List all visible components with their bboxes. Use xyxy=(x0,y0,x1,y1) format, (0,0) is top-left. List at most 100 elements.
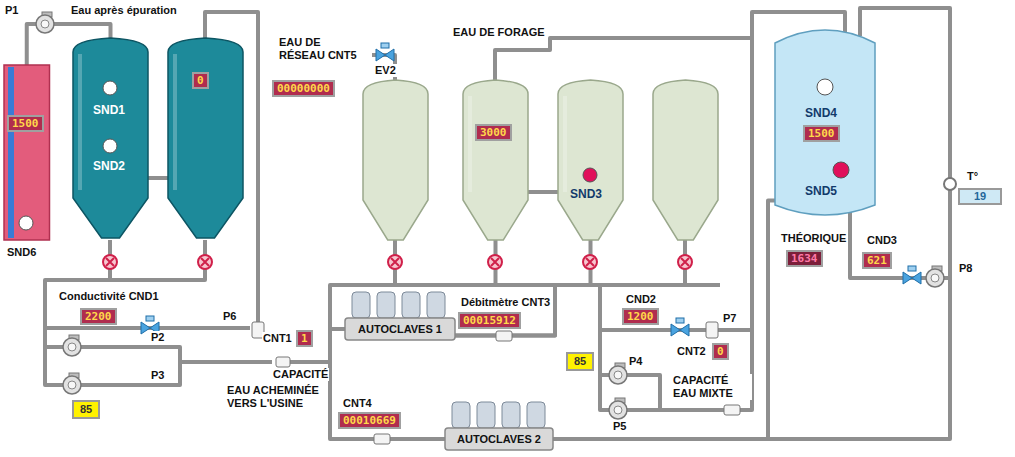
display-value: 00010669 xyxy=(338,412,401,429)
meter-label: CAPACITÉ EAU MIXTE xyxy=(672,374,752,400)
control-valve-symbol xyxy=(671,318,689,336)
valve-symbol xyxy=(583,255,597,269)
pump-label: P8 xyxy=(958,262,973,275)
sensor-label: T° xyxy=(966,170,979,183)
sensor-label: Conductivité CND1 xyxy=(58,290,160,303)
autoclave-cylinder xyxy=(477,402,495,428)
display-value: 1634 xyxy=(786,250,823,267)
valve-symbol xyxy=(488,255,502,269)
storage-column-outline xyxy=(4,65,50,240)
flow-label: Eau après épuration xyxy=(70,4,178,17)
autoclave-cylinder xyxy=(502,402,520,428)
autoclave-cylinder xyxy=(452,402,470,428)
pipe xyxy=(850,212,950,278)
display-value: 1200 xyxy=(622,308,659,325)
pipe xyxy=(768,8,950,439)
pump-symbol xyxy=(63,373,81,394)
display-value: 00000000 xyxy=(272,80,335,97)
node-label: SND3 xyxy=(570,188,602,201)
flow-label: EAU DE FORAGE xyxy=(452,26,546,39)
control-valve-symbol xyxy=(903,266,921,284)
pump-label: P6 xyxy=(222,310,237,323)
pump-label: P5 xyxy=(612,420,627,433)
meter-symbol xyxy=(706,322,718,338)
autoclave-cylinder xyxy=(377,292,395,318)
display-value: 0 xyxy=(192,72,209,89)
node-label: SND1 xyxy=(93,104,125,117)
tank-outline xyxy=(363,80,428,240)
pipe xyxy=(495,38,752,80)
storage-column: 1500 xyxy=(4,65,50,240)
meter-label: CNT4 xyxy=(342,397,373,410)
pump-symbol xyxy=(63,335,81,356)
sensor-label: SND6 xyxy=(6,246,37,259)
pump-symbol xyxy=(609,398,627,419)
meter-label: CAPACITÉ xyxy=(272,368,329,381)
autoclave-cylinder xyxy=(352,292,370,318)
pipe xyxy=(395,240,685,285)
tank-outline xyxy=(168,38,243,238)
sensor-label: CND3 xyxy=(866,234,898,247)
meter-symbol xyxy=(374,434,390,444)
meter-symbol xyxy=(496,331,512,341)
temperature-sensor xyxy=(944,178,956,190)
pump-label: P1 xyxy=(4,4,19,17)
valve-symbol xyxy=(678,255,692,269)
pump-label: P2 xyxy=(150,331,165,344)
display-value: 1 xyxy=(296,330,313,347)
pump-label: P7 xyxy=(722,312,737,325)
tank: 0 xyxy=(168,38,243,238)
pump-label: P3 xyxy=(150,369,165,382)
valve-label: EV2 xyxy=(374,64,397,77)
tank-outline xyxy=(73,38,148,238)
display-value: 19 xyxy=(958,188,1002,205)
valve-symbol xyxy=(198,255,212,269)
display-value: 621 xyxy=(862,252,892,269)
meter-symbol xyxy=(276,357,290,367)
tank: SND1SND2 xyxy=(73,38,148,238)
sensor-label: CND2 xyxy=(625,293,657,306)
display-value: 0 xyxy=(712,343,729,360)
tank: 3000 xyxy=(463,80,528,240)
autoclave-cylinder xyxy=(427,292,445,318)
pipe xyxy=(288,285,720,439)
pipe-connector xyxy=(455,240,591,336)
valve-symbol xyxy=(103,255,117,269)
display-value: 85 xyxy=(566,352,594,371)
display-value: 1500 xyxy=(803,125,840,142)
pipe-connector xyxy=(148,176,168,180)
autoclave-band: AUTOCLAVES 2 xyxy=(445,428,553,450)
meter-label: CNT1 xyxy=(262,332,293,345)
pump-symbol xyxy=(926,266,944,287)
tank-outline xyxy=(558,80,623,240)
node-label: AUTOCLAVES 1 xyxy=(358,323,442,336)
tank-outline xyxy=(463,80,528,240)
control-valve-symbol xyxy=(376,43,394,61)
pipe-connector xyxy=(455,240,555,336)
flow-label: EAU DE RÉSEAU CNT5 xyxy=(278,36,370,62)
mixing-tank: SND4 1500SND5 xyxy=(775,25,875,220)
autoclave-cylinder xyxy=(527,402,545,428)
valve-symbol xyxy=(388,255,402,269)
meter-symbol xyxy=(724,405,740,415)
tank-outline xyxy=(653,80,718,240)
node-label: AUTOCLAVES 2 xyxy=(457,433,541,446)
pump-symbol xyxy=(609,363,627,384)
display-value: 2200 xyxy=(80,308,117,325)
autoclave-band: AUTOCLAVES 1 xyxy=(345,318,455,340)
display-value: 3000 xyxy=(475,124,512,141)
pump-label: P4 xyxy=(628,355,643,368)
pump-symbol xyxy=(36,12,54,33)
meter-label: Débitmètre CNT3 xyxy=(460,296,551,309)
display-value: 85 xyxy=(72,400,100,419)
flow-label: EAU ACHEMINÉE VERS L'USINE xyxy=(226,384,324,410)
display-value: 1500 xyxy=(7,115,44,132)
node-label: SND4 xyxy=(805,107,837,120)
display-caption: THÉORIQUE xyxy=(780,232,847,245)
node-label: SND5 xyxy=(805,185,837,198)
autoclave-cylinder xyxy=(402,292,420,318)
display-value: 00015912 xyxy=(458,312,521,329)
node-label: SND2 xyxy=(93,160,125,173)
pipe-connector xyxy=(528,190,558,194)
tank: SND3 xyxy=(558,80,623,240)
